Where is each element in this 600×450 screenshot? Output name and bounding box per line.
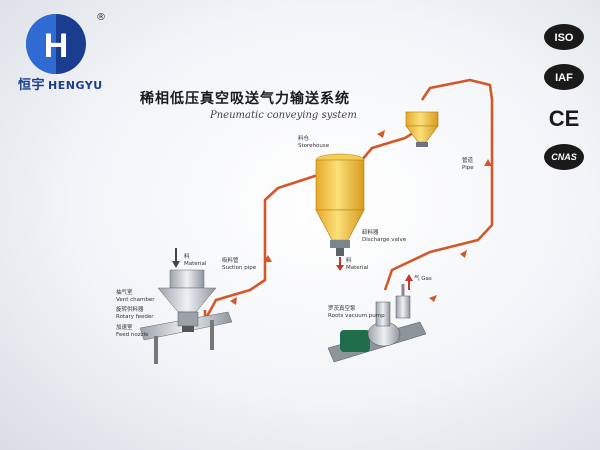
iaf-badge: IAF <box>542 62 586 92</box>
svg-text:H: H <box>44 27 69 65</box>
flow-arrow <box>460 250 467 258</box>
page-title: 稀相低压真空吸送气力输送系统 <box>140 91 350 107</box>
flow-arrow <box>230 297 237 305</box>
flow-arrows <box>230 130 492 305</box>
suction-pipe-line <box>203 173 319 322</box>
storehouse-to-separator-line <box>361 128 419 161</box>
registered-mark: ® <box>96 12 106 23</box>
cnas-label: CNAS <box>551 152 577 162</box>
gas-label: 气 Gas <box>414 276 432 282</box>
ce-label: CE <box>549 106 580 131</box>
gas-outlet-arrow <box>405 274 413 290</box>
iaf-label: IAF <box>555 72 573 84</box>
roots-vacuum-pump <box>327 284 427 363</box>
brand-name-en: HENGYU <box>48 79 103 92</box>
iso-badge: ISO <box>542 22 586 52</box>
material-in-arrow <box>172 248 180 268</box>
top-loop-line <box>383 78 494 291</box>
feeder-hopper <box>139 269 233 364</box>
flow-arrow <box>264 255 272 262</box>
cnas-badge: CNAS <box>542 142 586 172</box>
page-subtitle: Pneumatic conveying system <box>210 110 357 121</box>
cyclone-separator <box>405 111 439 147</box>
brand-name-cn: 恒宇 <box>18 78 46 93</box>
ce-badge: CE <box>542 103 586 133</box>
flow-arrow <box>484 159 492 166</box>
flow-arrow <box>377 130 385 138</box>
flow-arrow <box>429 295 437 302</box>
material-out-arrow <box>336 257 344 271</box>
hengyu-logo: H <box>26 14 86 74</box>
storehouse-silo <box>315 153 365 256</box>
iso-label: ISO <box>555 32 574 44</box>
